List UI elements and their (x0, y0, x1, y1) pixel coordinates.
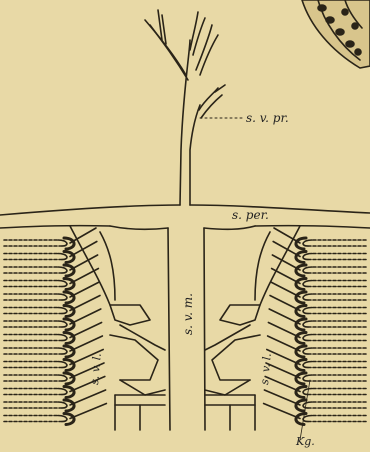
right-lamella (271, 282, 366, 303)
right-gill-lamellae (264, 228, 366, 425)
left-lamella (4, 390, 106, 411)
left-lamella (4, 255, 98, 276)
right-lamella (264, 390, 366, 411)
right-lamella (265, 377, 366, 398)
label-kg: Kg. (295, 435, 315, 448)
label-svpr: s. v. pr. (246, 111, 289, 125)
left-lamella (4, 228, 96, 249)
label-svl-left: s. v. l. (88, 353, 104, 386)
right-lamella (267, 350, 366, 371)
label-svl-right: s. v. l. (258, 353, 274, 386)
prebranchial-vessel (145, 10, 225, 205)
pericardial-sinus (0, 205, 370, 228)
right-lamella (266, 363, 366, 384)
left-lamella (4, 404, 106, 425)
right-lamella (270, 296, 366, 317)
left-lamella (4, 350, 103, 371)
right-lamella (264, 404, 366, 425)
left-lamella (4, 296, 100, 317)
right-lamella (268, 336, 366, 357)
left-lamella (4, 242, 97, 263)
right-lamella (272, 255, 366, 276)
left-lamella (4, 269, 98, 290)
label-sper: s. per. (232, 208, 269, 222)
right-lamella (269, 309, 366, 330)
right-lamella (268, 323, 366, 344)
right-lamella (273, 242, 366, 263)
inset-gill-fragment (302, 0, 370, 68)
right-lamella (274, 228, 366, 249)
label-svm: s. v. m. (181, 293, 195, 335)
left-lamella (4, 323, 102, 344)
left-gill-lamellae (4, 228, 106, 425)
right-lamella (272, 269, 366, 290)
left-lamella (4, 309, 101, 330)
left-lamella (4, 282, 99, 303)
left-lamella (4, 336, 102, 357)
